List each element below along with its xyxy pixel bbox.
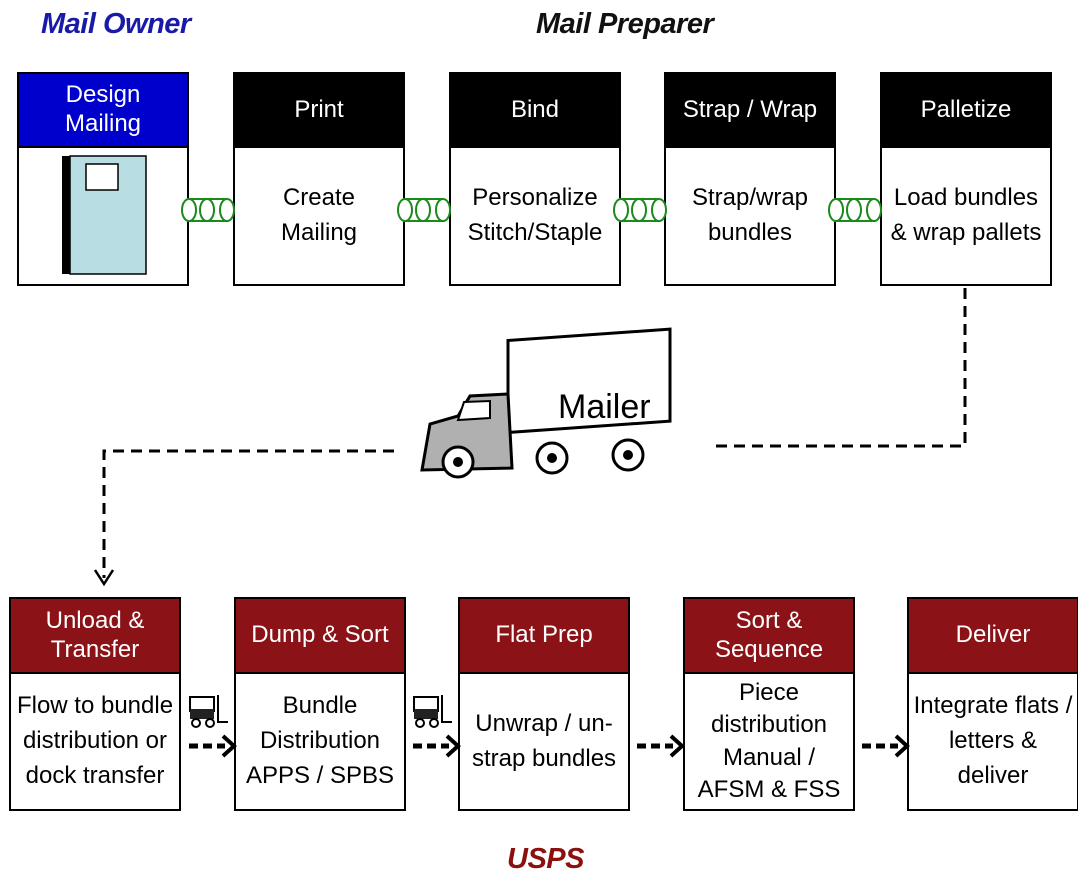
design-mailing-header: Design Mailing — [19, 74, 187, 148]
deliver-header: Deliver — [909, 599, 1077, 674]
flat-prep-header: Flat Prep — [460, 599, 628, 674]
book-icon — [62, 155, 147, 275]
arrowhead-down — [93, 569, 115, 587]
truck-icon — [420, 327, 672, 479]
flat-prep-body: Unwrap / un- strap bundles — [471, 709, 617, 772]
pipe-connector-icon — [397, 198, 451, 222]
flat-prep-box: Flat Prep Unwrap / un- strap bundles — [458, 597, 630, 811]
print-body: Create Mailing — [280, 184, 358, 246]
dump-sort-body: Bundle Distribution APPS / SPBS — [245, 692, 395, 789]
unload-transfer-body: Flow to bundle distribution or dock tran… — [16, 692, 174, 789]
palletize-box: Palletize Load bundles & wrap pallets — [880, 72, 1052, 286]
design-mailing-body — [19, 148, 187, 284]
palletize-body: Load bundles & wrap pallets — [890, 184, 1042, 246]
dump-sort-header: Dump & Sort — [236, 599, 404, 674]
bind-header: Bind — [451, 74, 619, 148]
pipe-connector-icon — [181, 198, 235, 222]
sort-sequence-header: Sort & Sequence — [685, 599, 853, 674]
print-header: Print — [235, 74, 403, 148]
dashed-arrow-icon — [862, 736, 907, 756]
truck-label: Mailer — [558, 388, 651, 426]
pipe-connector-icon — [613, 198, 667, 222]
palletize-header: Palletize — [882, 74, 1050, 148]
deliver-box: Deliver Integrate flats / letters & deli… — [907, 597, 1078, 811]
strap-wrap-body: Strap/wrap bundles — [691, 184, 809, 246]
pipe-connector-icon — [828, 198, 882, 222]
bind-box: Bind Personalize Stitch/Staple — [449, 72, 621, 286]
mail-preparer-label: Mail Preparer — [536, 8, 714, 40]
mail-owner-label: Mail Owner — [41, 8, 191, 40]
forklift-icon — [189, 694, 229, 728]
route-to-truck — [714, 288, 967, 448]
bind-body: Personalize Stitch/Staple — [467, 184, 603, 246]
dump-sort-box: Dump & Sort Bundle Distribution APPS / S… — [234, 597, 406, 811]
strap-wrap-box: Strap / Wrap Strap/wrap bundles — [664, 72, 836, 286]
design-mailing-box: Design Mailing — [17, 72, 189, 286]
print-box: Print Create Mailing — [233, 72, 405, 286]
unload-transfer-header: Unload & Transfer — [11, 599, 179, 674]
forklift-icon — [413, 694, 453, 728]
deliver-body: Integrate flats / letters & deliver — [913, 692, 1073, 789]
usps-label: USPS — [507, 843, 584, 875]
sort-sequence-body: Piece distribution Manual / AFSM & FSS — [697, 678, 841, 803]
route-to-usps — [102, 449, 394, 578]
dashed-arrow-icon — [637, 736, 682, 756]
sort-sequence-box: Sort & Sequence Piece distribution Manua… — [683, 597, 855, 811]
strap-wrap-header: Strap / Wrap — [666, 74, 834, 148]
dashed-arrow-icon — [189, 736, 234, 756]
dashed-arrow-icon — [413, 736, 458, 756]
unload-transfer-box: Unload & Transfer Flow to bundle distrib… — [9, 597, 181, 811]
